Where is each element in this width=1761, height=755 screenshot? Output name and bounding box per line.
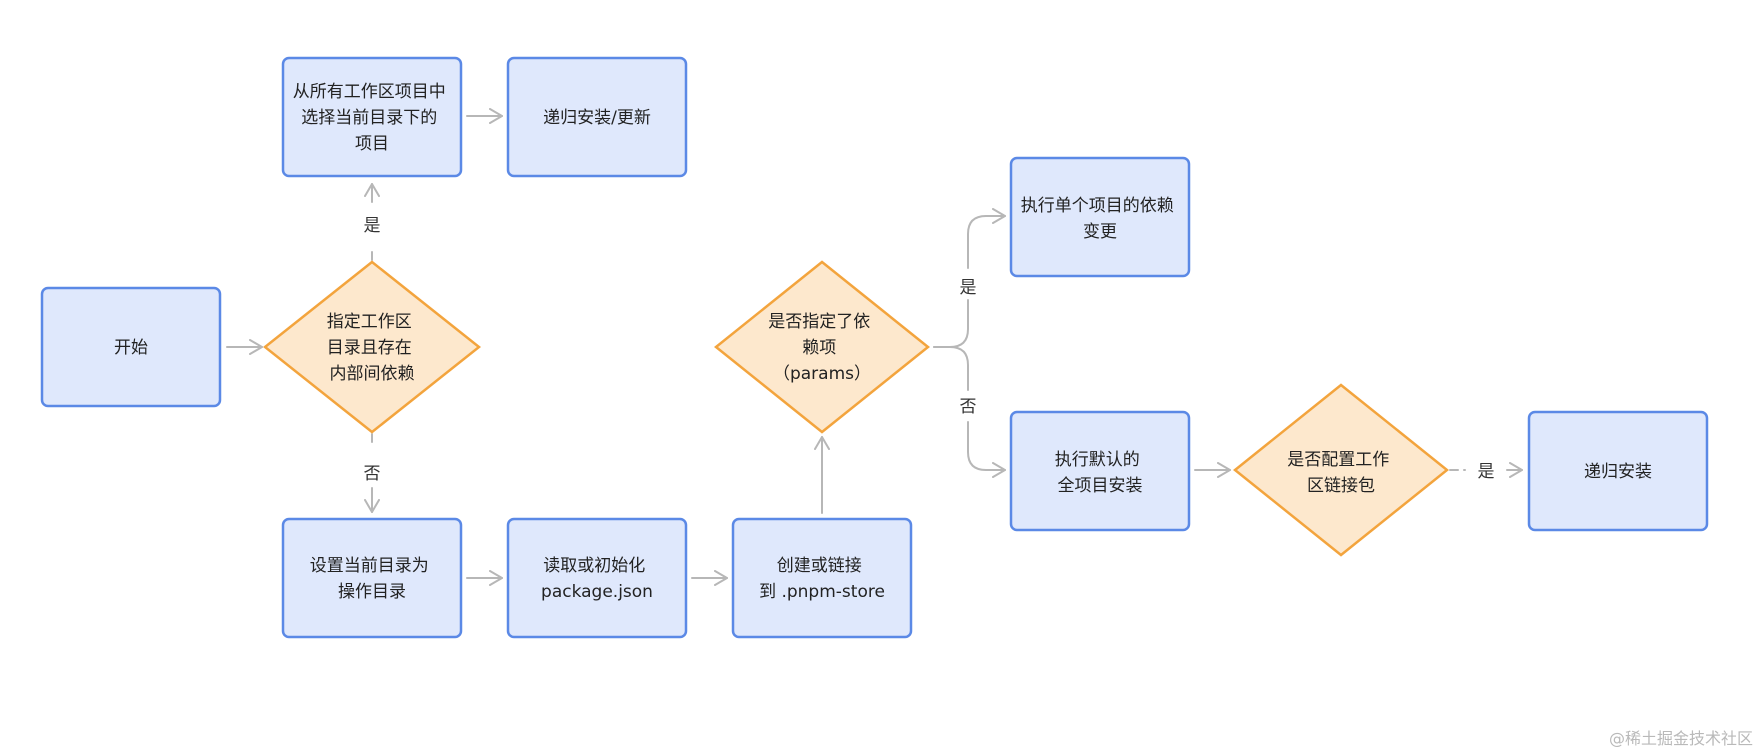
edge-label-link-yes: 是 (1478, 462, 1495, 482)
node-full-install-label: 执行默认的 全项目安装 (1055, 450, 1145, 496)
connectors (226, 108, 1523, 586)
node-single-change-shape (1009, 156, 1191, 278)
node-check-workspace-label: 指定工作区 目录且存在 内部间依赖 (327, 312, 417, 384)
node-start-shape (40, 286, 222, 408)
node-link-store-shape (731, 517, 913, 639)
node-single-change-label: 执行单个项目的依赖 变更 (1021, 196, 1179, 242)
node-recursive-update-shape (506, 56, 688, 178)
watermark: @稀土掘金技术社区 (1608, 729, 1753, 748)
node-recursive-install-label: 递归安装 (1584, 462, 1652, 482)
node-check-link: 是否配置工作 区链接包 (1233, 383, 1449, 557)
edge-label-params-no: 否 (960, 397, 977, 417)
node-start: 开始 (40, 286, 222, 408)
node-check-link-label: 是否配置工作 区链接包 (1287, 450, 1394, 496)
node-recursive-install: 递归安装 (1527, 410, 1709, 532)
node-link-store-label: 创建或链接 到 .pnpm-store (759, 556, 885, 602)
node-check-params: 是否指定了依 赖项 （params） (714, 260, 930, 434)
edge-label-workspace-no: 否 (364, 464, 381, 484)
node-select-projects-label: 从所有工作区项目中 选择当前目录下的 项目 (293, 82, 451, 154)
node-check-workspace-shape (262, 260, 482, 434)
node-full-install-shape (1009, 410, 1191, 532)
edge-labels: 是 否 是 否 是 (364, 216, 1495, 484)
node-set-dir-shape (281, 517, 463, 639)
edge-label-workspace-yes: 是 (364, 216, 381, 236)
node-start-label: 开始 (114, 338, 148, 358)
node-read-pkg-shape (506, 517, 688, 639)
edge-check-params-no (933, 346, 1005, 470)
node-read-pkg: 读取或初始化 package.json (506, 517, 688, 639)
edge-label-params-yes: 是 (960, 278, 977, 298)
node-recursive-install-shape (1527, 410, 1709, 532)
node-check-params-label: 是否指定了依 赖项 （params） (768, 312, 875, 384)
node-link-store: 创建或链接 到 .pnpm-store (731, 517, 913, 639)
node-check-params-shape (714, 260, 930, 434)
node-read-pkg-label: 读取或初始化 package.json (541, 556, 653, 602)
node-recursive-update-label: 递归安装/更新 (543, 108, 651, 128)
node-select-projects: 从所有工作区项目中 选择当前目录下的 项目 (281, 56, 463, 178)
node-select-projects-shape (281, 56, 463, 178)
node-set-dir: 设置当前目录为 操作目录 (281, 517, 463, 639)
nodes: 开始 指定工作区 目录且存在 内部间依赖 从所有工作区项目中 选择当前目录下的 … (40, 56, 1709, 639)
node-single-change: 执行单个项目的依赖 变更 (1009, 156, 1191, 278)
node-full-install: 执行默认的 全项目安装 (1009, 410, 1191, 532)
node-check-workspace: 指定工作区 目录且存在 内部间依赖 (262, 260, 482, 434)
node-set-dir-label: 设置当前目录为 操作目录 (310, 556, 434, 602)
node-check-link-shape (1233, 383, 1449, 557)
node-recursive-update: 递归安装/更新 (506, 56, 688, 178)
